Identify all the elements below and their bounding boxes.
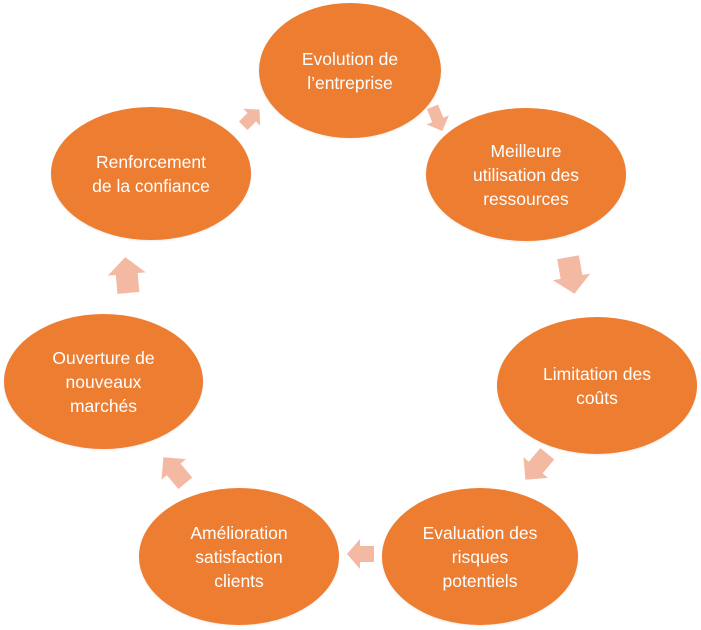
arrow-couts-to-risques: [523, 447, 555, 480]
node-evolution-entreprise: Evolution de l’entreprise: [259, 3, 441, 138]
node-amelioration-satisfaction: Amélioration satisfaction clients: [139, 488, 339, 625]
arrow-marches-to-confiance: [107, 257, 146, 294]
arrow-risques-to-satisfaction: [347, 539, 374, 569]
node-renforcement-confiance: Renforcement de la confiance: [51, 107, 251, 240]
node-label: Evolution de l’entreprise: [301, 48, 399, 93]
node-label: Renforcement de la confiance: [92, 151, 210, 196]
node-label: Amélioration satisfaction clients: [190, 522, 288, 591]
node-label: Evaluation des risques potentiels: [422, 522, 538, 591]
arrow-satisfaction-to-marches: [161, 457, 193, 490]
node-limitation-couts: Limitation des coûts: [497, 317, 697, 454]
node-label: Ouverture de nouveaux marchés: [52, 347, 155, 416]
arrow-confiance-to-evolution: [238, 108, 261, 131]
node-label: Limitation des coûts: [543, 363, 651, 408]
node-meilleure-utilisation-ressources: Meilleure utilisation des ressources: [426, 108, 626, 241]
arrow-ressources-to-couts: [552, 255, 591, 294]
arrow-evolution-to-ressources: [426, 104, 449, 131]
node-label: Meilleure utilisation des ressources: [472, 140, 580, 209]
node-evaluation-risques: Evaluation des risques potentiels: [382, 488, 578, 625]
node-ouverture-marches: Ouverture de nouveaux marchés: [4, 314, 203, 449]
